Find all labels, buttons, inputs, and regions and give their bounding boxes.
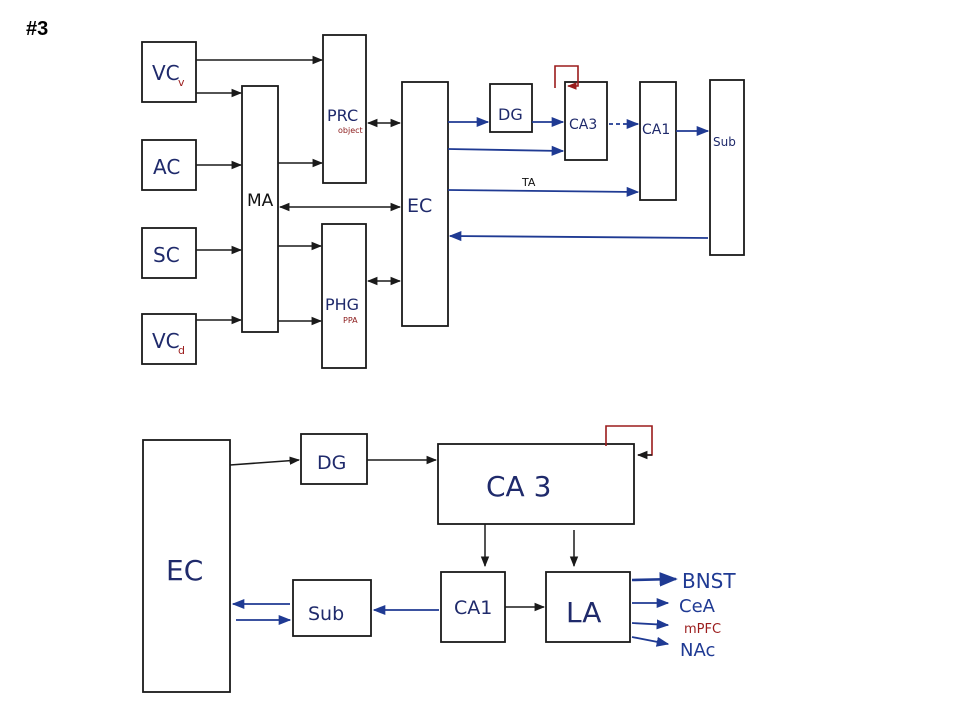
ta-label: TA	[521, 176, 536, 189]
ca3-box-bottom	[437, 443, 635, 525]
ma-box	[241, 85, 279, 333]
dg-box	[489, 83, 533, 133]
arrow-ec-ca3	[447, 145, 565, 156]
ec-label: EC	[407, 195, 432, 217]
ma-label: MA	[247, 191, 274, 211]
dg-box-bottom	[300, 433, 368, 485]
bottom-black-arrows	[229, 455, 579, 612]
vc-d-subscript: d	[178, 344, 185, 357]
output-nac: NAc	[680, 640, 715, 661]
arrow-la-bnst	[631, 572, 678, 587]
ca3-label: CA3	[569, 117, 597, 133]
ac-box	[141, 139, 197, 191]
vc-d-label: VC	[152, 329, 180, 353]
bottom-blue-arrows	[231, 572, 678, 647]
sub-label: Sub	[713, 135, 736, 149]
sc-label: SC	[153, 243, 180, 267]
output-cea: CeA	[679, 596, 716, 617]
vc-v-label: VC	[152, 61, 180, 85]
sub-box	[709, 79, 745, 256]
output-mpfc: mPFC	[684, 622, 721, 637]
phg-box	[321, 223, 367, 369]
la-label-bottom: LA	[566, 596, 601, 629]
arrow-ec-dg-bottom	[229, 456, 301, 466]
vc-v-box	[141, 41, 197, 103]
ec-box	[401, 81, 449, 327]
slide-number: #3	[26, 18, 49, 40]
dg-label-bottom: DG	[317, 452, 346, 474]
top-blue-arrows	[447, 116, 710, 242]
arrow-la-mpfc	[631, 619, 670, 630]
sub-box-bottom	[292, 579, 372, 637]
sub-label-bottom: Sub	[308, 603, 344, 625]
ca1-label: CA1	[642, 122, 670, 138]
la-box-bottom	[545, 571, 631, 643]
dg-label: DG	[498, 105, 523, 124]
sc-box	[141, 227, 197, 279]
phg-note: PPA	[343, 316, 358, 325]
vc-v-subscript: v	[178, 76, 185, 89]
ca1-label-bottom: CA1	[454, 597, 492, 619]
top-diagram: VC v AC SC VC d MA PRC object PHG PPA EC…	[141, 34, 745, 369]
vc-d-box	[141, 313, 197, 365]
ca3-label-bottom: CA 3	[486, 470, 551, 503]
ac-label: AC	[153, 155, 180, 179]
ca3-recurrent-loop	[554, 65, 579, 90]
ca3-box	[564, 81, 608, 161]
arrow-la-nac	[631, 636, 670, 647]
top-black-arrows	[196, 55, 402, 326]
prc-note: object	[338, 126, 363, 135]
arrow-sub-ec	[448, 231, 709, 242]
arrow-ec-ca1-ta	[447, 186, 640, 197]
ec-label-bottom: EC	[166, 554, 203, 587]
phg-label: PHG	[325, 295, 359, 314]
output-bnst: BNST	[682, 569, 736, 593]
ec-box-bottom	[142, 439, 231, 693]
prc-label: PRC	[327, 106, 358, 125]
bottom-diagram: EC DG CA 3 CA1 LA Sub BNST CeA mPFC NAc	[142, 425, 736, 693]
ca1-box-bottom	[440, 571, 506, 643]
prc-box	[322, 34, 367, 184]
ca1-box	[639, 81, 677, 201]
